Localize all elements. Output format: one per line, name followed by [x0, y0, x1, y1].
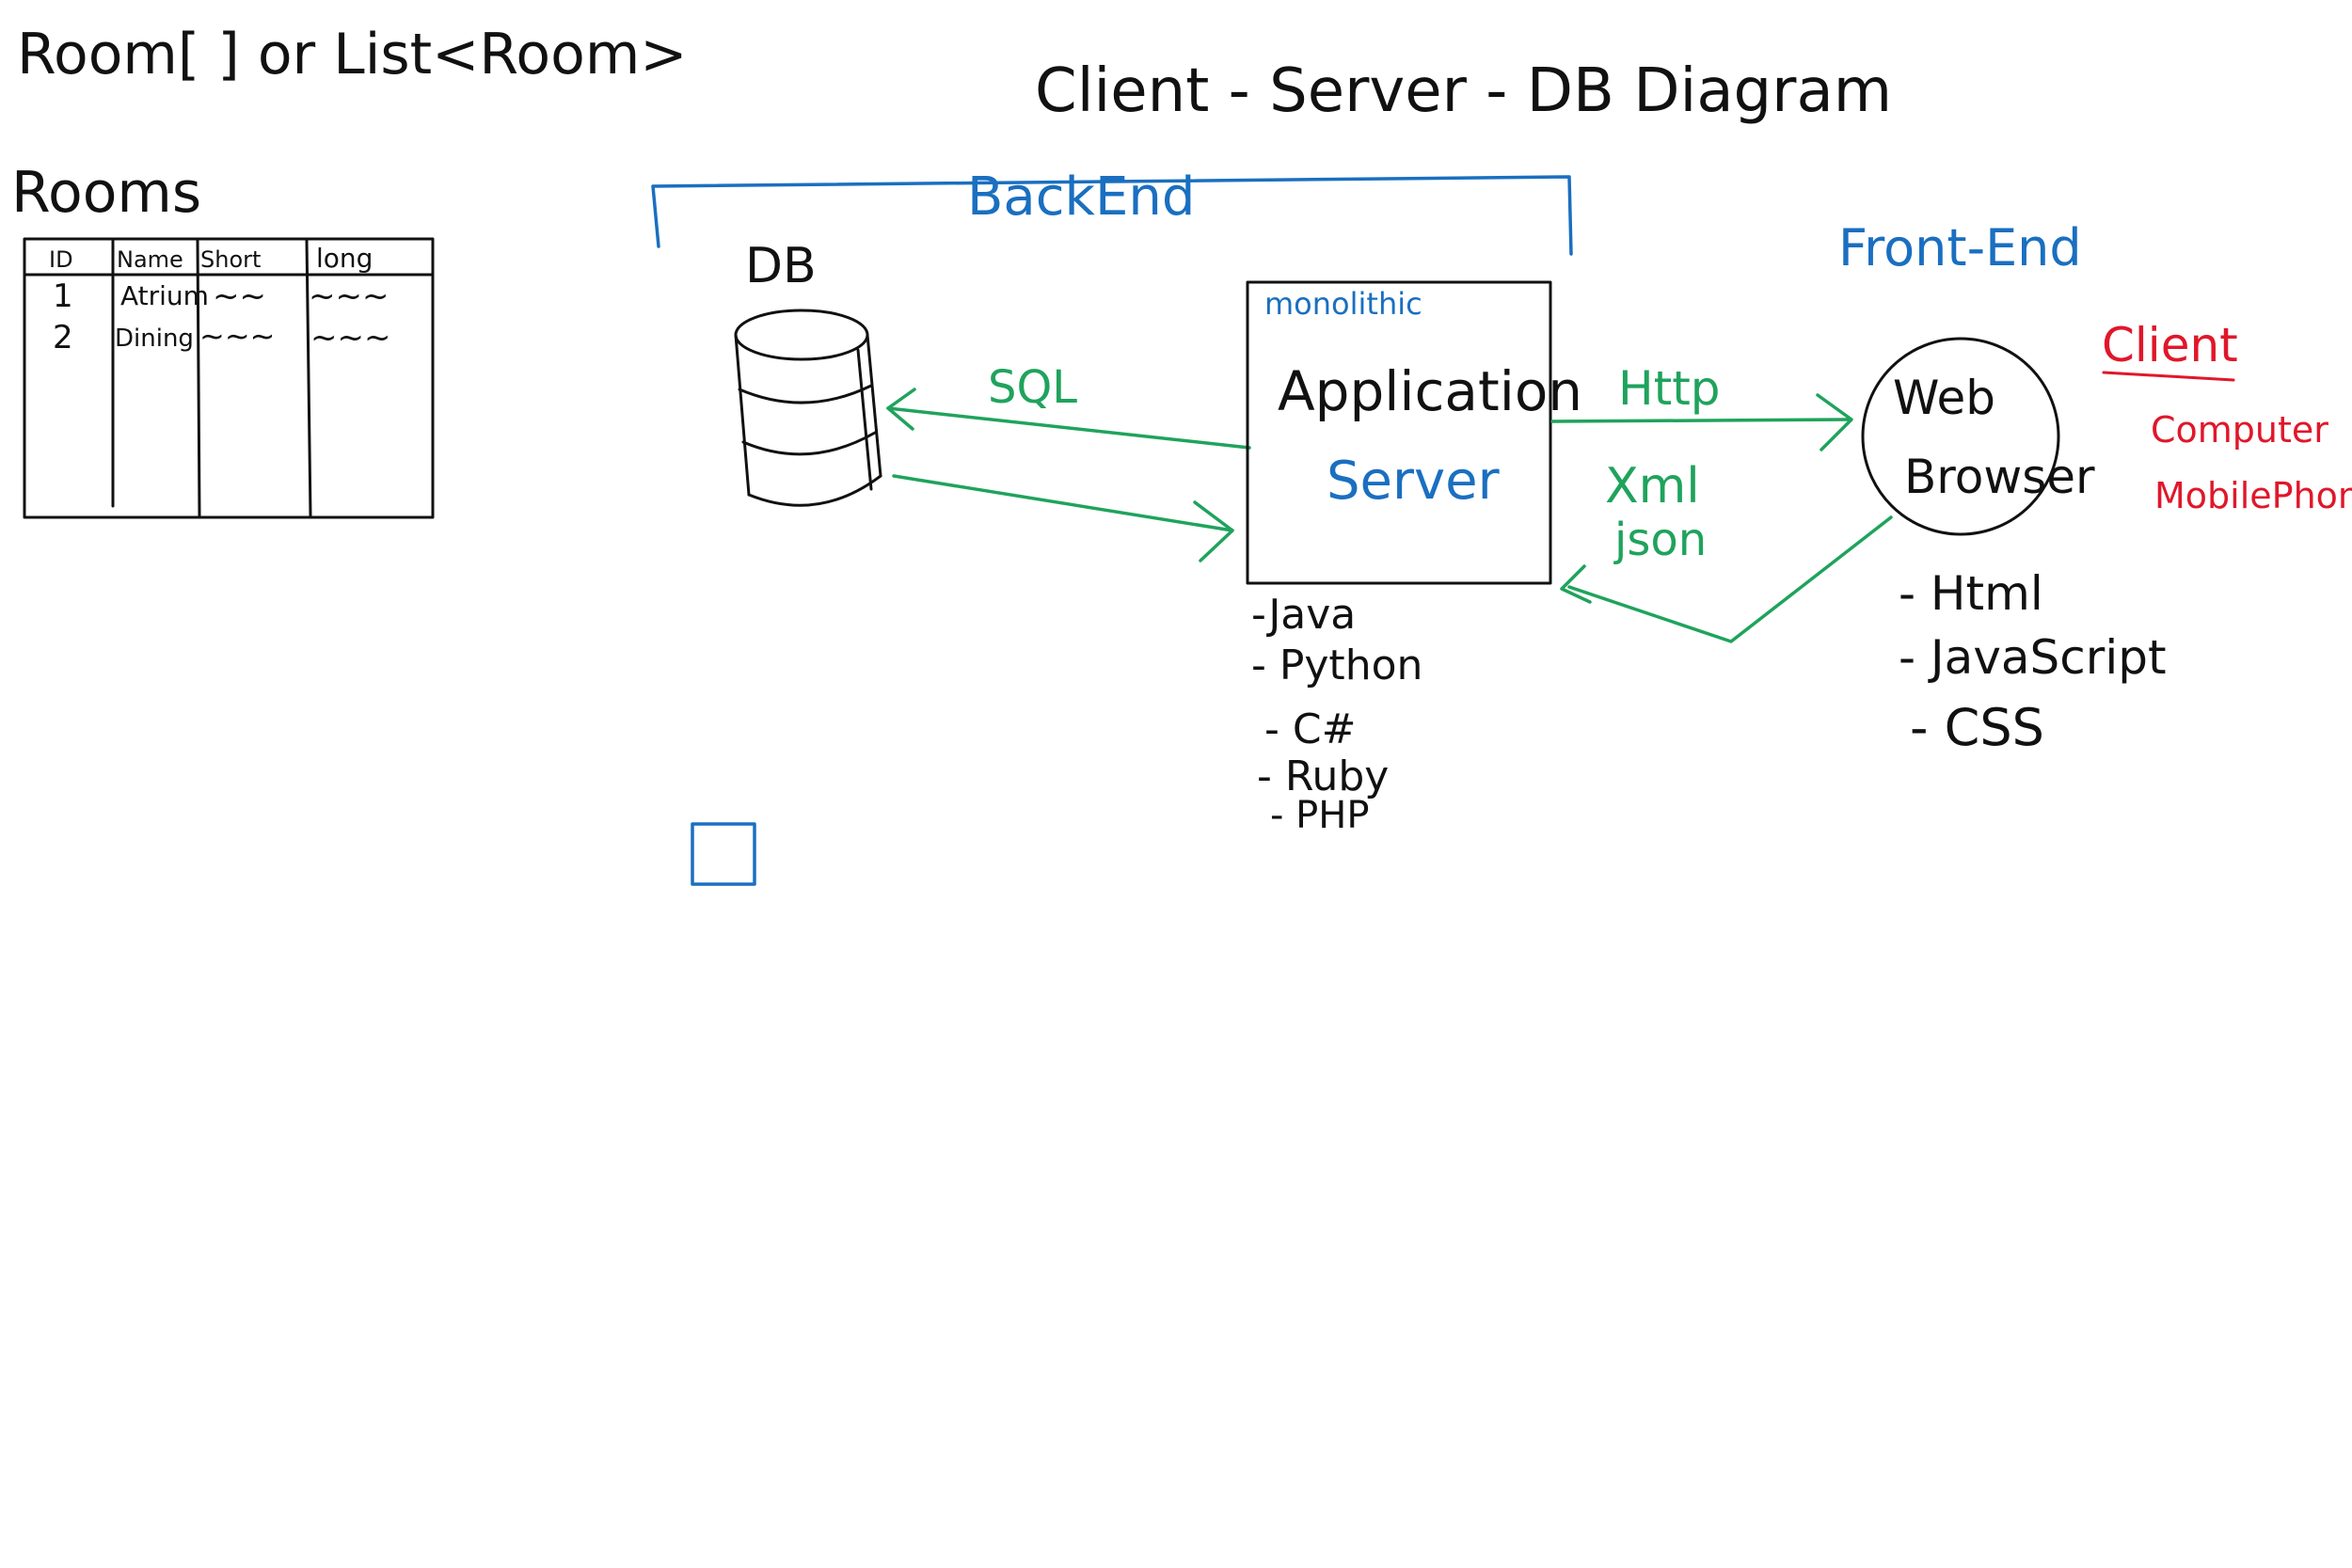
- http-label: Http: [1618, 361, 1721, 416]
- xml-label: Xml: [1605, 458, 1700, 515]
- json-label: json: [1613, 514, 1707, 566]
- rooms-table-cell-short: ~~~: [199, 318, 275, 354]
- rooms-table-col-divider: [305, 239, 312, 517]
- frontend-label: Front-End: [1838, 218, 2082, 277]
- diagram-title: Client - Server - DB Diagram: [1035, 56, 1892, 126]
- server-language-item: - Python: [1251, 641, 1422, 689]
- response-arrow-head: [1560, 564, 1592, 604]
- browser-line1: Web: [1893, 371, 1995, 425]
- rooms-table-col-divider: [196, 239, 201, 517]
- http-arrow: [1550, 418, 1851, 423]
- backend-bracket: [651, 175, 1573, 256]
- rooms-table-header-name: Name: [117, 246, 183, 273]
- server-tag: monolithic: [1264, 286, 1422, 322]
- sql-arrow-to-db-head: [886, 388, 916, 431]
- client-device-item: MobilePhone: [2154, 475, 2352, 516]
- server-line2: Server: [1327, 451, 1501, 512]
- database-icon: [734, 309, 882, 507]
- frontend-tech-item: - Html: [1899, 566, 2043, 621]
- rooms-table-cell-long: ~~~: [310, 319, 390, 356]
- rooms-table-cell-name: Atrium: [120, 280, 209, 311]
- sql-arrow-to-db: [886, 406, 1251, 450]
- frontend-tech-item: - JavaScript: [1899, 630, 2167, 685]
- web-browser-circle: [1861, 337, 2060, 536]
- rooms-title: Rooms: [11, 160, 201, 226]
- frontend-tech-item: - CSS: [1910, 698, 2044, 757]
- array-note: Room[ ] or List<Room>: [17, 22, 688, 87]
- rooms-table-border: [23, 237, 435, 519]
- rooms-table-cell-short: ~~: [213, 277, 266, 315]
- client-device-item: Computer: [2151, 409, 2328, 451]
- response-arrow: [1567, 515, 1893, 643]
- server-language-item: - PHP: [1270, 794, 1369, 837]
- client-underline: [2102, 371, 2235, 382]
- http-arrow-head: [1816, 393, 1853, 451]
- rooms-table-cell-id: 1: [53, 277, 73, 315]
- backend-label: BackEnd: [967, 166, 1195, 228]
- application-server-box: [1246, 280, 1552, 585]
- server-languages-list: -Java - Python - C# - Ruby - PHP: [1251, 591, 1422, 837]
- rooms-table-cell-long: ~~~: [309, 277, 389, 315]
- rooms-table-header-id: ID: [49, 246, 73, 273]
- server-language-item: - C#: [1264, 705, 1356, 753]
- rooms-table-cell-name: Dining: [115, 325, 194, 353]
- db-label: DB: [745, 238, 817, 294]
- blue-square-shape: [691, 822, 756, 886]
- client-label: Client: [2102, 318, 2238, 372]
- rooms-table: ID Name Short long 1 Atrium ~~ ~~~ 2 Din…: [23, 237, 435, 519]
- rooms-table-header-short: Short: [200, 246, 261, 273]
- sql-arrow-to-server-head: [1193, 500, 1234, 562]
- browser-line2: Browser: [1904, 450, 2095, 504]
- rooms-table-header-long: long: [316, 243, 373, 274]
- server-language-item: -Java: [1251, 591, 1356, 639]
- rooms-table-cell-id: 2: [53, 319, 73, 356]
- sql-label: SQL: [988, 361, 1077, 414]
- server-language-item: - Ruby: [1257, 752, 1389, 800]
- sql-arrow-to-server: [892, 474, 1234, 532]
- server-line1: Application: [1278, 359, 1582, 423]
- frontend-tech-list: - Html - JavaScript - CSS: [1899, 566, 2167, 757]
